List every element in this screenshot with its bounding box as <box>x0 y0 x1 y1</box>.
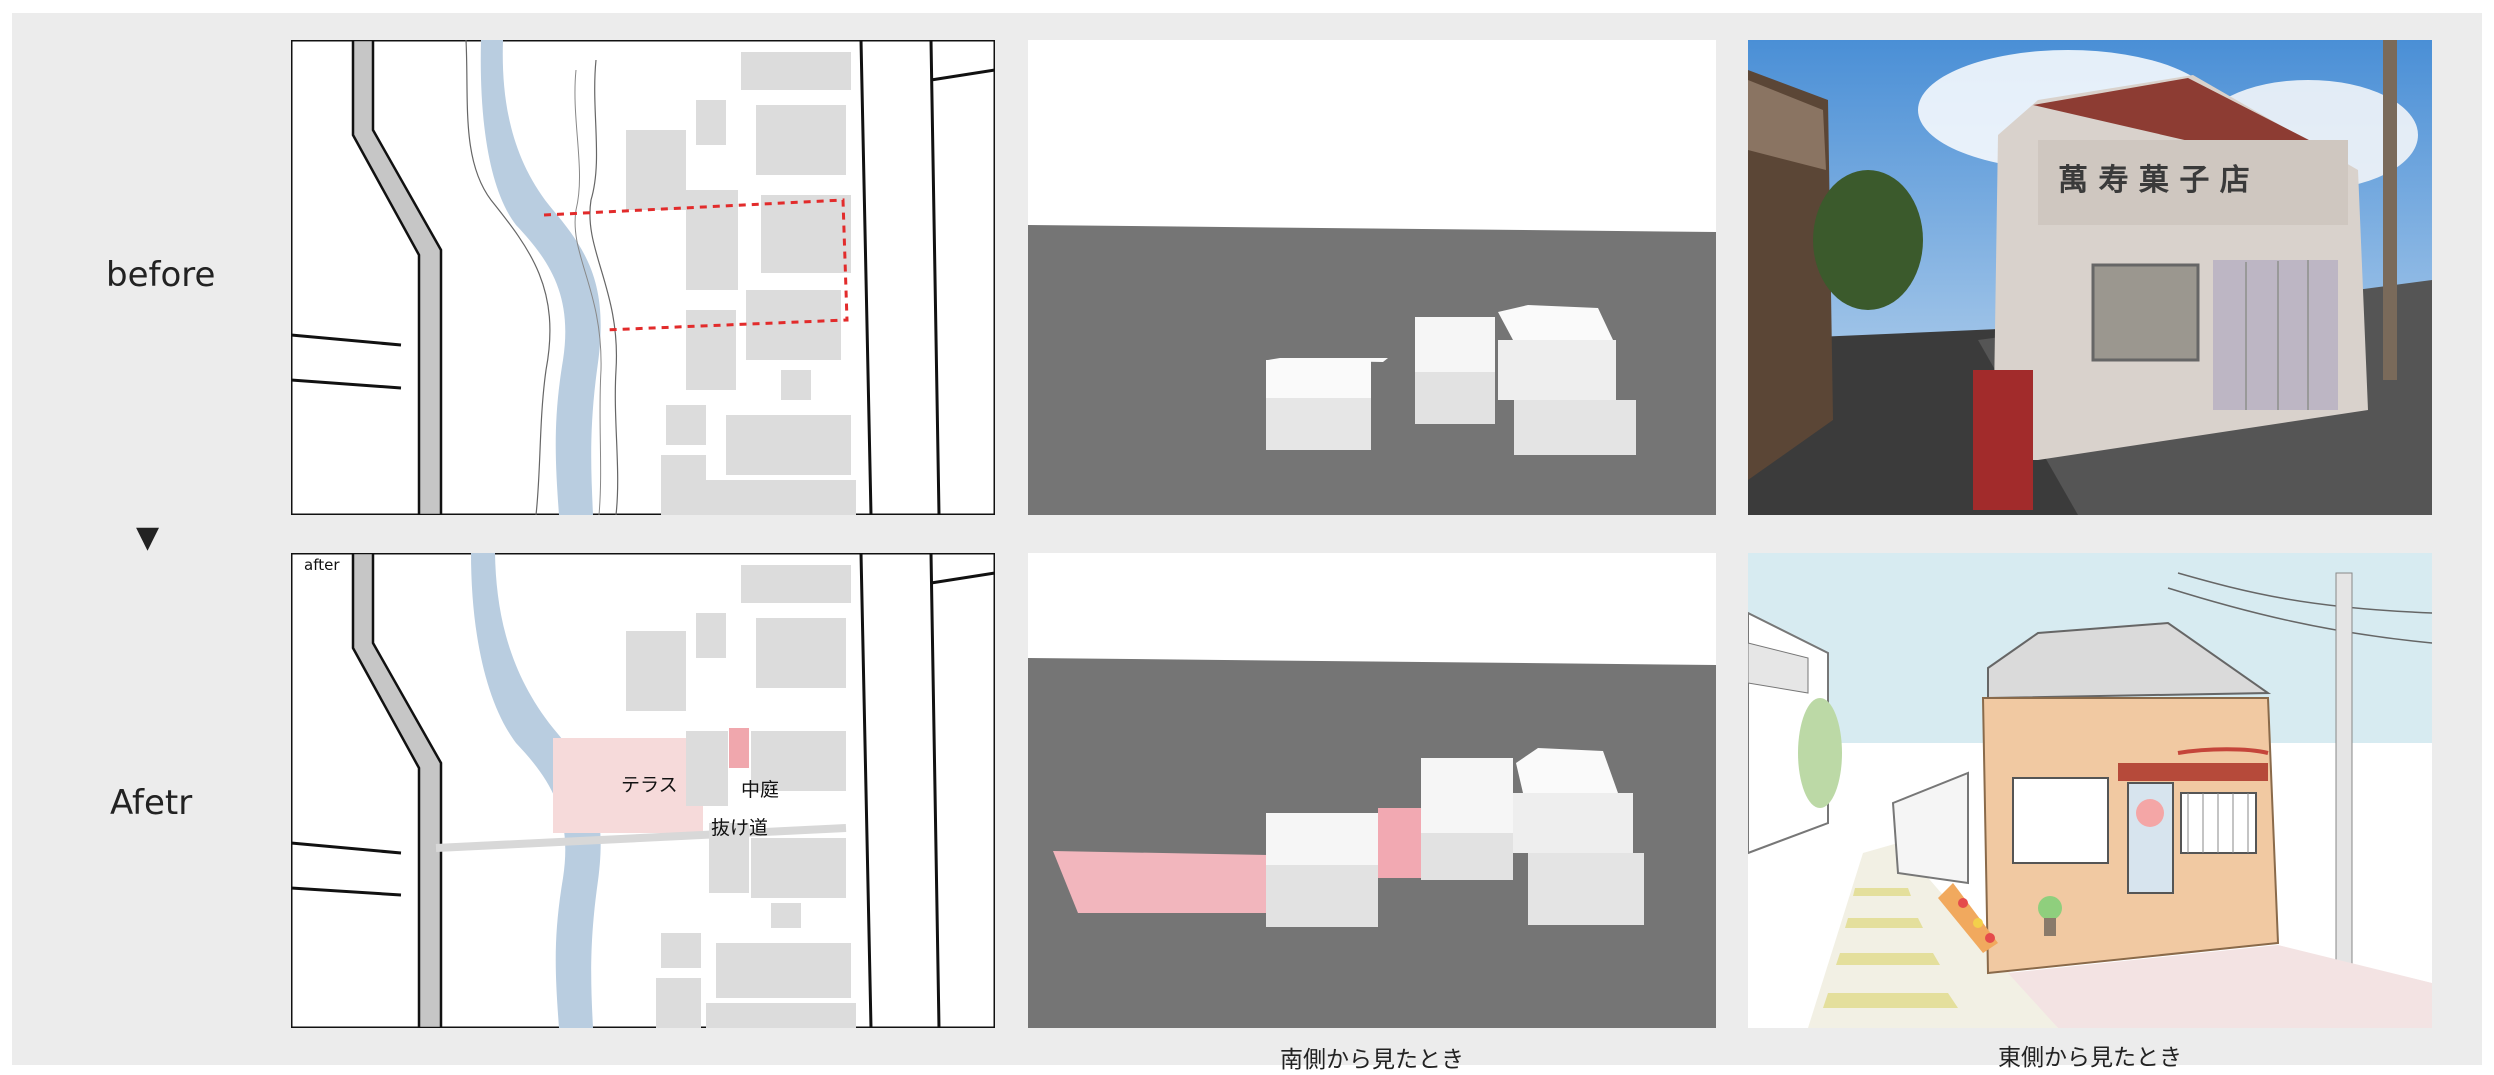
terrace-plane <box>1053 851 1268 913</box>
river <box>471 553 601 1028</box>
passage-label: 抜け道 <box>711 817 768 839</box>
courtyard-volume <box>1378 808 1426 878</box>
south-view-caption: 南側から見たとき <box>1280 1047 1464 1073</box>
massing-blocks <box>1266 305 1636 455</box>
map-after: after テラス 中庭 抜け道 <box>291 553 995 1028</box>
passage-line <box>435 824 847 852</box>
down-arrow-icon: ▼ <box>136 520 160 555</box>
site-boundary <box>543 198 849 332</box>
road-left <box>351 40 443 515</box>
photo-before: 萬 寿 菓 子 店 <box>1748 40 2432 515</box>
buildings-after <box>626 565 856 1028</box>
model-before <box>1028 40 1716 515</box>
east-view-caption: 東側から見たとき <box>1998 1045 2182 1071</box>
before-label: before <box>106 255 216 295</box>
shop-sign: 萬 寿 菓 子 店 <box>2058 163 2250 198</box>
after-corner-label: after <box>304 556 340 574</box>
sketch-after <box>1748 553 2432 1028</box>
massing-blocks <box>1266 748 1644 927</box>
courtyard-label: 中庭 <box>741 779 779 801</box>
terrace-area <box>553 738 703 833</box>
terrace-label: テラス <box>621 774 678 796</box>
model-after <box>1028 553 1716 1028</box>
buildings-before <box>626 52 856 515</box>
courtyard-area <box>729 728 749 768</box>
after-label: Afetr <box>110 783 193 823</box>
river <box>480 40 601 515</box>
road-left <box>351 553 443 1028</box>
map-before <box>291 40 995 515</box>
